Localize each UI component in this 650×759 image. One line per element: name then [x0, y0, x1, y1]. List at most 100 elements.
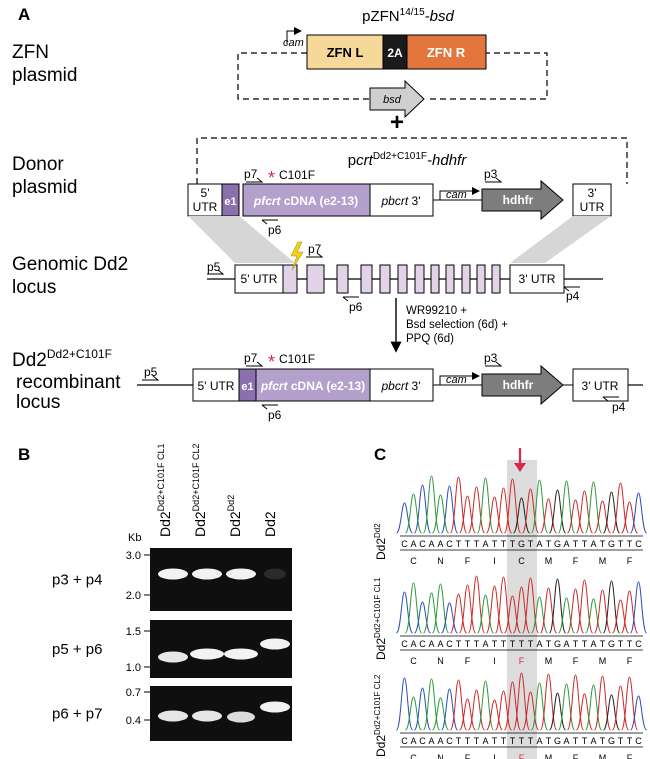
trace-peak — [458, 584, 477, 634]
trace-peak — [413, 484, 432, 534]
recomb-label-1: Dd2Dd2+C101F — [12, 347, 112, 371]
trace-peak — [566, 499, 585, 534]
base-call: G — [554, 736, 561, 746]
base-call: C — [635, 639, 642, 649]
genomic-locus: 5' UTR 3' UTR p5 p7 p6 p4 — [207, 241, 603, 314]
selection-line-2: Bsd selection (6d) + — [406, 319, 508, 331]
recombinant-locus: 5' UTR e1 pfcrt cDNA (e2-13) pbcrt 3' ca… — [137, 351, 643, 422]
selection-line-3: PPQ (6d) — [406, 333, 454, 345]
trace-peak — [530, 682, 549, 731]
base-call: T — [600, 736, 606, 746]
marker-label: 3.0 — [126, 550, 141, 562]
trace-peak — [611, 685, 630, 731]
recomb-p4-label: p4 — [612, 400, 626, 414]
trace-peak — [485, 496, 504, 534]
marker-label: 0.4 — [126, 715, 141, 727]
base-call: A — [590, 539, 596, 549]
gel-band — [260, 701, 290, 713]
zfn-label-1: ZFN — [12, 42, 49, 63]
genomic-exon — [306, 264, 325, 294]
trace-peak — [395, 502, 414, 534]
gel-image — [150, 548, 292, 611]
amino-acid: N — [437, 656, 444, 666]
base-call: C — [419, 736, 426, 746]
trace-peak — [584, 684, 603, 731]
recomb-5utr — [192, 368, 240, 402]
base-call: C — [401, 639, 408, 649]
base-call: A — [437, 639, 443, 649]
trace-peak — [575, 490, 594, 534]
trace-peak — [395, 677, 414, 731]
genomic-exon — [461, 264, 471, 294]
zfn-r-box — [406, 34, 487, 70]
gel-band — [224, 648, 258, 660]
donor-pbcrt-label: pbcrt 3' — [381, 194, 421, 208]
genomic-exon — [397, 264, 408, 294]
lane-label: Dd2 — [262, 511, 278, 537]
base-call: A — [410, 539, 416, 549]
base-call: T — [474, 539, 480, 549]
gels: p3 + p43.02.0p5 + p61.51.0p6 + p70.70.4 — [52, 548, 292, 741]
genomic-exons — [282, 264, 501, 294]
donor-p6-label: p6 — [268, 223, 282, 237]
trace-peak — [548, 489, 567, 534]
amino-acid: F — [627, 656, 633, 666]
base-call: T — [456, 736, 462, 746]
donor-p7-label: p7 — [244, 167, 258, 181]
genomic-exon — [336, 264, 349, 294]
recomb-label-3: locus — [16, 392, 60, 413]
base-call: T — [501, 736, 507, 746]
donor-p7-arrow — [246, 177, 264, 183]
genomic-exon — [282, 264, 298, 294]
base-call: T — [582, 639, 588, 649]
amino-acid: C — [410, 753, 417, 759]
trace-peak — [440, 485, 459, 534]
donor-pbcrt-box — [369, 183, 434, 217]
base-call: C — [419, 639, 426, 649]
base-call: G — [608, 539, 615, 549]
base-call: T — [465, 539, 471, 549]
marker-label: 2.0 — [126, 590, 141, 602]
kb-label: Kb — [128, 532, 141, 544]
base-call: T — [627, 736, 633, 746]
recomb-cam-label: cam — [446, 374, 467, 386]
amino-acid: F — [519, 656, 525, 666]
base-call: T — [456, 539, 462, 549]
trace-peak — [584, 598, 603, 634]
amino-acid: F — [573, 753, 579, 759]
gel-primer-label: p6 + p7 — [52, 706, 102, 723]
mutation-highlight — [507, 460, 537, 759]
base-call: A — [428, 639, 434, 649]
amino-acid: F — [627, 753, 633, 759]
amino-acid: I — [493, 753, 496, 759]
base-call: A — [482, 539, 488, 549]
genomic-label-2: locus — [12, 277, 56, 298]
donor-plasmid: pcrtDd2+C101F-hdhfr 5' UTR e1 pfcrt cDNA… — [187, 137, 628, 237]
recomb-p3-label: p3 — [484, 351, 498, 365]
trace-peak — [458, 698, 477, 731]
amino-acid: C — [410, 556, 417, 566]
amino-acid: F — [465, 556, 471, 566]
recomb-p6-label: p6 — [268, 408, 282, 422]
amino-acid: F — [627, 556, 633, 566]
genomic-exon — [430, 264, 440, 294]
trace-peak — [539, 498, 558, 534]
recomb-mutation: C101F — [279, 352, 315, 366]
trace-peak — [467, 486, 486, 534]
base-call: C — [446, 639, 453, 649]
base-call: T — [627, 539, 633, 549]
row-labels: ZFN plasmid Donor plasmid Genomic Dd2 lo… — [12, 42, 128, 413]
base-call: T — [582, 736, 588, 746]
trace-peak — [431, 494, 450, 534]
base-call: T — [519, 639, 525, 649]
amino-acid: N — [437, 753, 444, 759]
base-call: T — [573, 736, 579, 746]
base-call: T — [546, 639, 552, 649]
base-call: T — [492, 736, 498, 746]
recomb-star: * — [268, 352, 275, 372]
amino-acid: M — [545, 556, 553, 566]
base-call: T — [528, 539, 534, 549]
gel-band — [192, 568, 222, 580]
